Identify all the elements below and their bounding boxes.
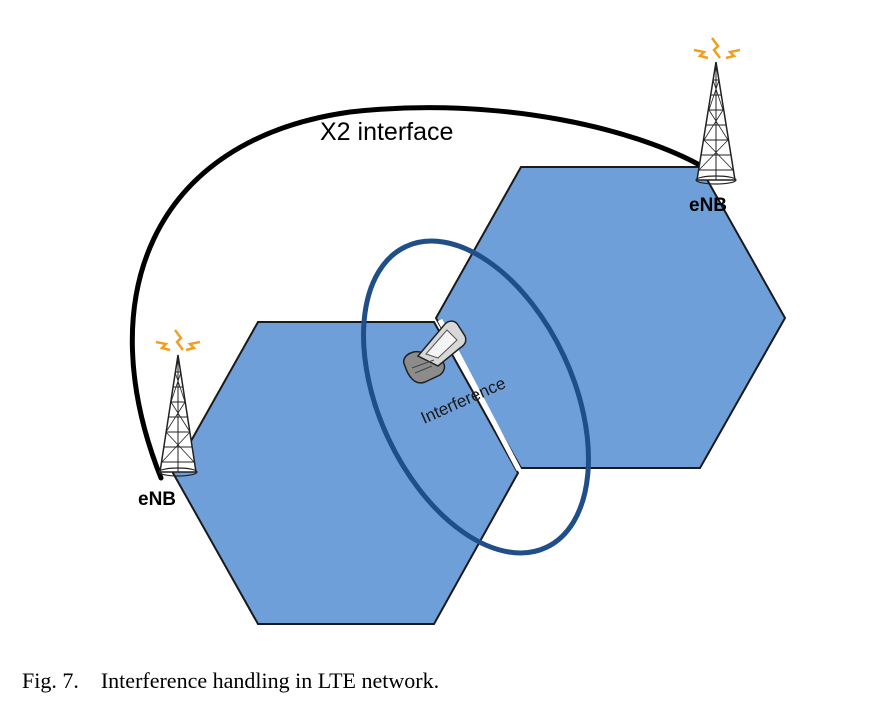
signal-icon-left: [155, 329, 201, 352]
enb-tower-right-icon: [695, 61, 737, 185]
mobile-phone-icon: [403, 320, 467, 384]
caption-label: Fig. 7.: [22, 668, 79, 693]
enb-right-label: eNB: [689, 195, 727, 216]
signal-icon-right: [693, 37, 741, 60]
figure-caption: Fig. 7. Interference handling in LTE net…: [22, 668, 439, 694]
caption-text: Interference handling in LTE network.: [100, 668, 440, 693]
enb-tower-left-icon: [158, 354, 198, 477]
x2-interface-label: X2 interface: [320, 118, 453, 146]
enb-left-label: eNB: [138, 489, 176, 510]
interference-ellipse: [361, 238, 591, 556]
cell-left: [171, 321, 520, 625]
x2-link: [129, 105, 708, 481]
